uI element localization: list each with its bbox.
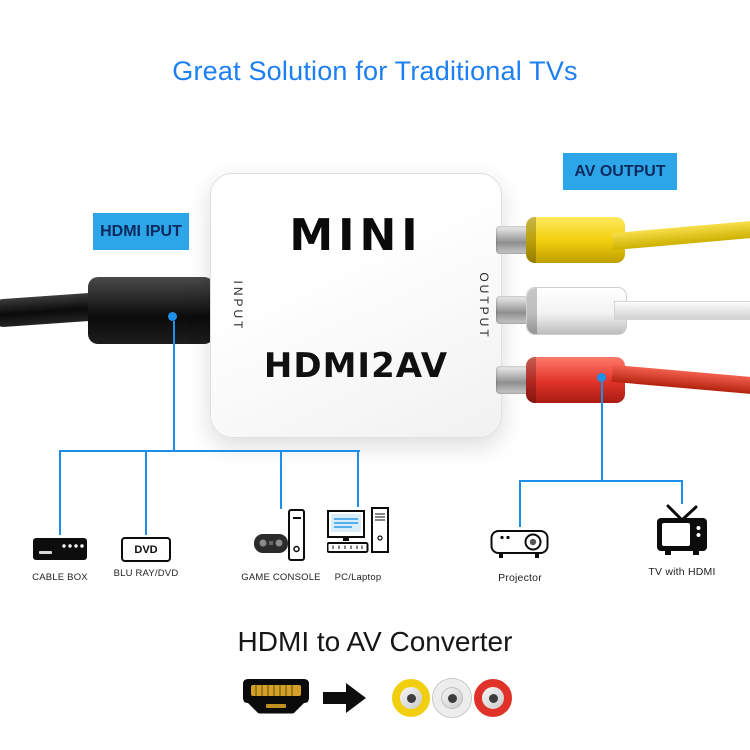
connection-line (601, 382, 603, 480)
device-label: Projector (498, 572, 542, 584)
rca-hole (406, 693, 416, 703)
connection-line (59, 450, 61, 535)
pc-laptop-icon (326, 507, 389, 553)
dvd-player-icon: DVD (121, 537, 171, 562)
connection-line (59, 450, 360, 452)
connection-line (280, 450, 282, 509)
connection-line (519, 480, 683, 482)
projector-icon (490, 530, 549, 558)
device-label: BLU RAY/DVD (113, 568, 179, 579)
connection-line (681, 480, 683, 504)
game-console-icon (254, 509, 305, 561)
device-label: PC/Laptop (334, 572, 382, 583)
connection-line (357, 450, 359, 507)
rca-cable-yellow (611, 220, 750, 251)
rca-socket-white-icon (433, 679, 471, 717)
callout-dot-rca (597, 373, 606, 382)
hdmi-input-badge: HDMI IPUT (93, 213, 189, 250)
cable-box-icon (33, 538, 87, 560)
device-dvd-player: DVD BLU RAY/DVD (98, 537, 194, 579)
connection-line (519, 480, 521, 527)
bottom-caption: HDMI to AV Converter (237, 626, 513, 657)
rca-cable-red (611, 364, 750, 395)
av-output-badge: AV OUTPUT (563, 153, 677, 190)
rca-plug-red (526, 357, 625, 403)
rca-hole (488, 693, 498, 703)
model-name: HDMI2AV (263, 346, 449, 386)
rca-hole (447, 693, 457, 703)
callout-dot-hdmi (168, 312, 177, 321)
device-label: TV with HDMI (648, 566, 716, 578)
rca-cable-white (614, 301, 750, 320)
device-cable-box: CABLE BOX (12, 537, 108, 583)
brand-logo: MINI (289, 210, 423, 261)
arrow-icon (346, 683, 366, 713)
hdmi-plug (88, 277, 214, 344)
connection-line (173, 321, 175, 450)
page-title: Great Solution for Traditional TVs (172, 56, 578, 86)
tv-icon (657, 504, 707, 555)
device-tv: TV with HDMI (634, 503, 730, 578)
device-label: GAME CONSOLE (241, 572, 321, 583)
converter-box: MINI INPUT OUTPUT HDMI2AV (210, 173, 502, 438)
rca-socket-red-icon (474, 679, 512, 717)
device-projector: Projector (472, 527, 568, 584)
rca-plug-yellow (526, 217, 625, 263)
device-pc-laptop: PC/Laptop (310, 507, 406, 583)
arrow-icon (323, 692, 346, 704)
output-port-label: OUTPUT (477, 272, 491, 340)
device-game-console: GAME CONSOLE (233, 509, 329, 583)
rca-socket-yellow-icon (392, 679, 430, 717)
rca-plug-white (526, 287, 627, 335)
device-label: CABLE BOX (32, 572, 88, 583)
input-port-label: INPUT (231, 280, 245, 332)
connection-line (145, 450, 147, 535)
hdmi-connector-icon (243, 679, 309, 714)
